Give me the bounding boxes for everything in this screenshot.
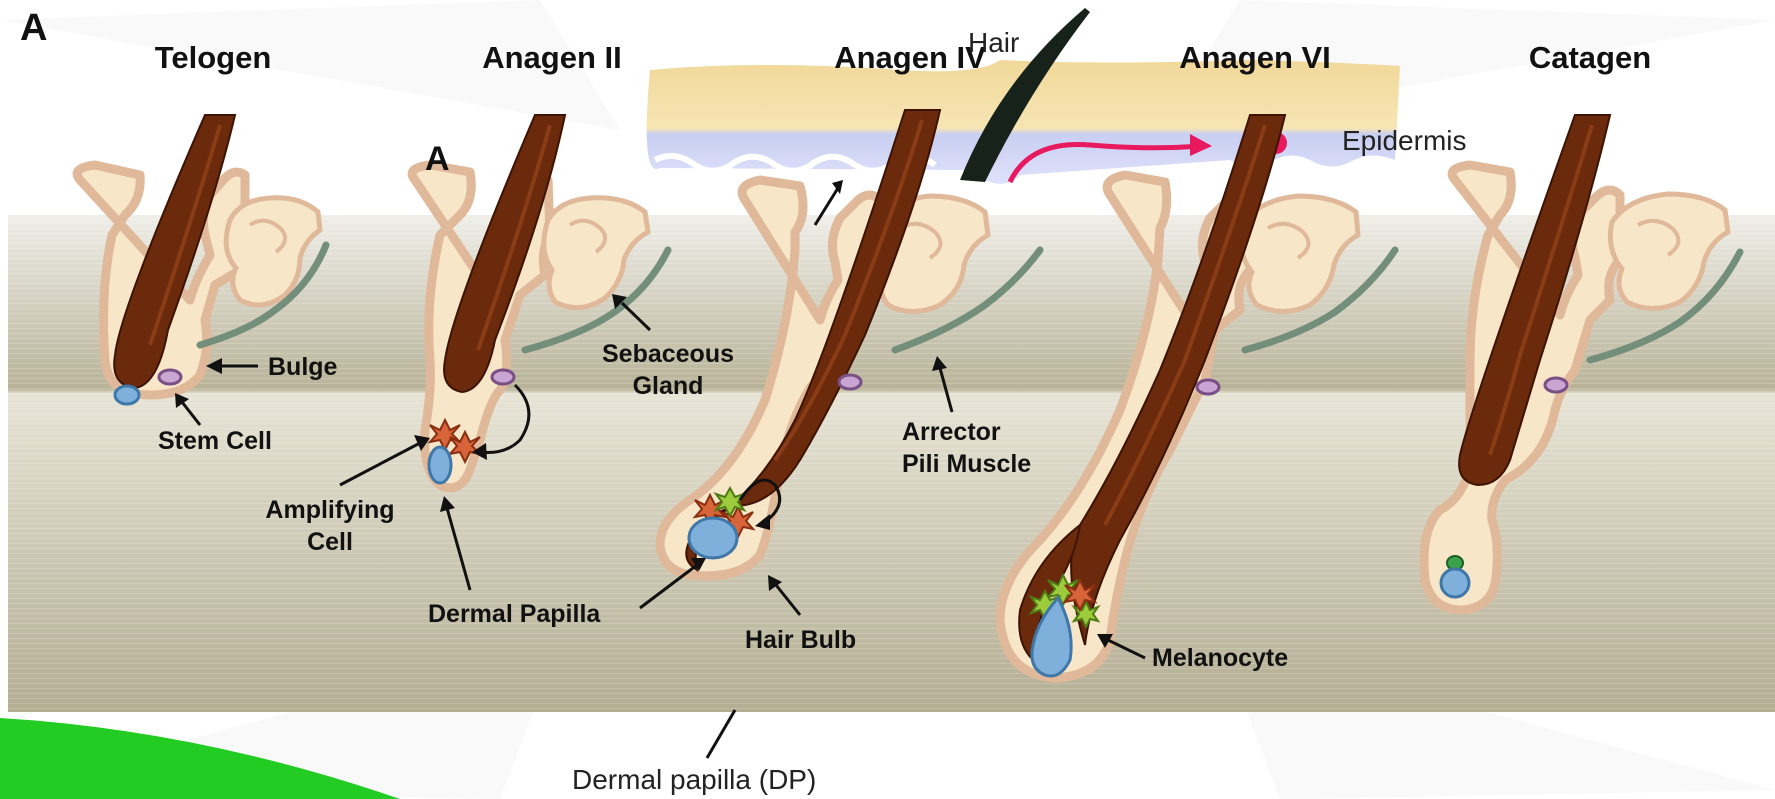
dermal-papilla (1441, 569, 1469, 597)
dermal-papilla-label: Dermal Papilla (428, 600, 601, 628)
stem-cell (492, 370, 514, 384)
stem-cell (159, 370, 181, 384)
stem-cell (1197, 380, 1219, 394)
amplifying-cell-label-line1: Amplifying (265, 496, 394, 524)
stage-title-anagen-vi: Anagen VI (1179, 40, 1331, 75)
melanocyte-label: Melanocyte (1152, 644, 1288, 672)
panel-letter: A (20, 7, 47, 49)
background-hair-label: Hair (968, 27, 1019, 58)
amplifying-cell-label-line2: Cell (307, 528, 353, 556)
stem-cell-label: Stem Cell (158, 427, 272, 455)
dermal-papilla (429, 447, 451, 483)
stem-cell (1545, 378, 1567, 392)
dermal-papilla-dp-label: Dermal papilla (DP) (572, 764, 816, 795)
sebaceous-gland-label-line2: Gland (633, 372, 704, 400)
hair-bulb-label: Hair Bulb (745, 626, 856, 654)
arrector-pili-label-line2: Pili Muscle (902, 450, 1031, 478)
sebaceous-gland-label-line1: Sebaceous (602, 340, 734, 368)
stage-title-anagen-ii: Anagen II (482, 40, 622, 75)
background-panel-letter: A (425, 140, 450, 178)
dermal-papilla (689, 518, 737, 558)
stage-title-telogen: Telogen (155, 40, 272, 75)
stage-title-anagen-iv: Anagen IV (834, 40, 986, 75)
dermal-papilla (115, 386, 139, 404)
stage-title-catagen: Catagen (1529, 40, 1651, 75)
epidermis-label: Epidermis (1342, 125, 1466, 156)
background-small-arrowhead (832, 180, 843, 194)
stem-cell (839, 375, 861, 389)
bulge-label: Bulge (268, 353, 338, 381)
arrector-pili-label-line1: Arrector (902, 418, 1001, 446)
